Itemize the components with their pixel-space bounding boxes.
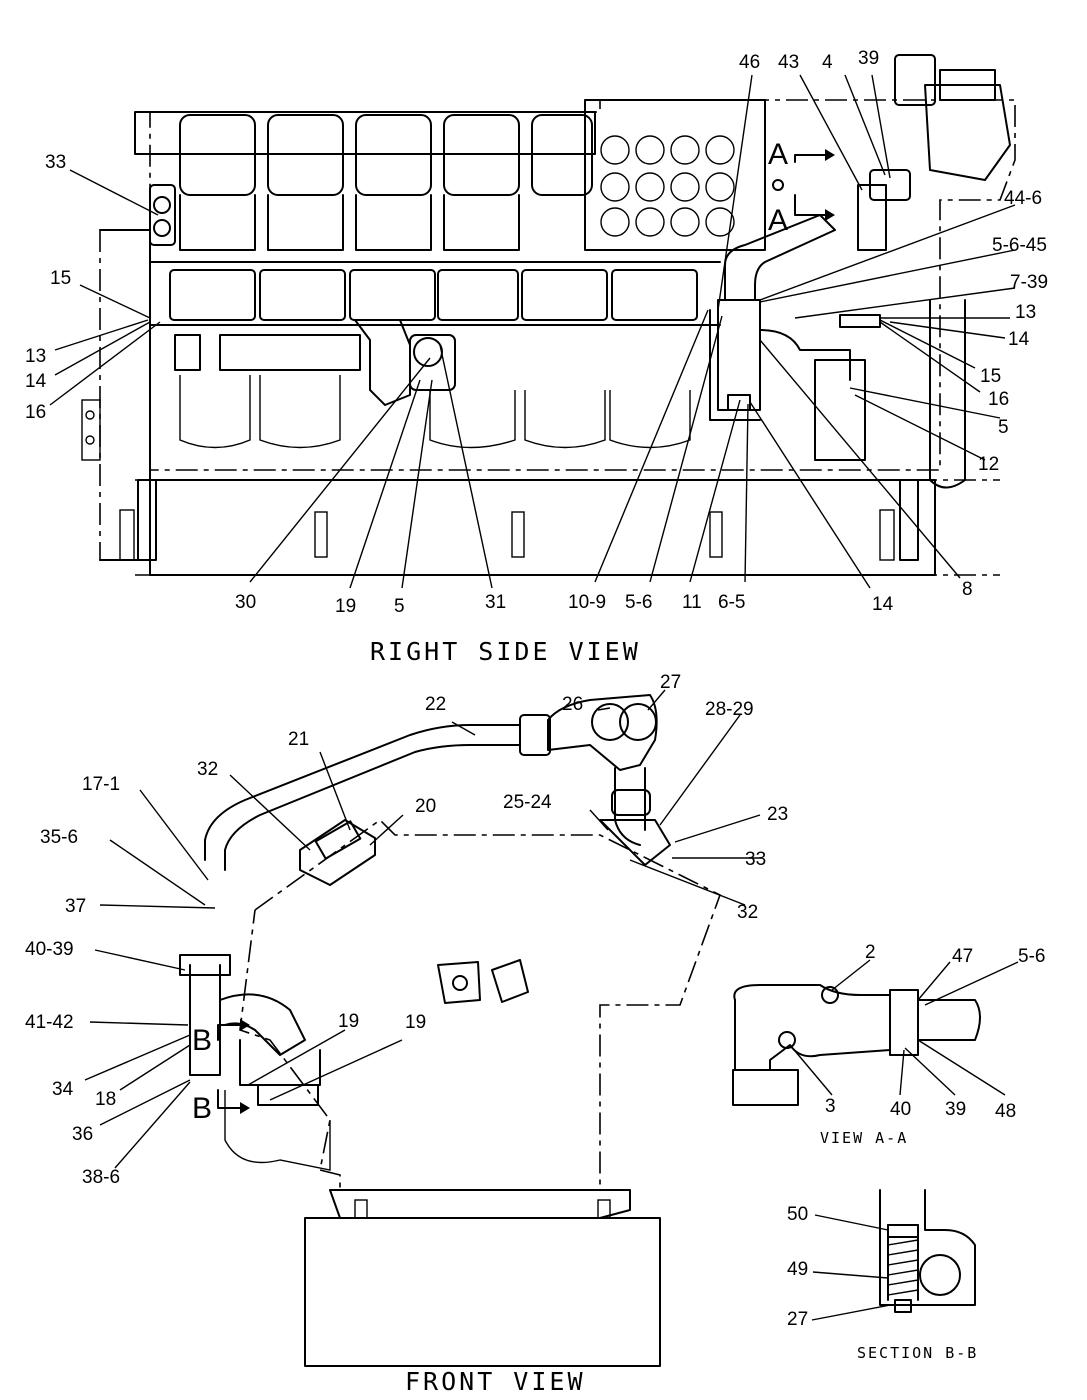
callout-label: 16 bbox=[988, 389, 1009, 410]
callout-label: 7-39 bbox=[1010, 272, 1048, 293]
callout-label: 26 bbox=[562, 694, 583, 715]
callout-label: 27 bbox=[787, 1309, 808, 1330]
callout-label: 28-29 bbox=[705, 699, 754, 720]
callout-label: 17-1 bbox=[82, 774, 120, 795]
callout-label: 38-6 bbox=[82, 1167, 120, 1188]
section-mark-b-top: B bbox=[192, 1024, 212, 1057]
section-mark-b-bottom: B bbox=[192, 1092, 212, 1125]
callout-label: 6-5 bbox=[718, 592, 745, 613]
callout-label: 5 bbox=[394, 596, 405, 617]
callout-label: 30 bbox=[235, 592, 256, 613]
view-aa-title: VIEW A-A bbox=[820, 1129, 908, 1147]
callout-label: 18 bbox=[95, 1089, 116, 1110]
callout-label: 21 bbox=[288, 729, 309, 750]
section-bb-drawing: 50 49 27 SECTION B-B bbox=[787, 1189, 978, 1362]
callout-label: 33 bbox=[745, 849, 766, 870]
view-aa-drawing: 2 47 5-6 3 40 39 48 VIEW A-A bbox=[732, 942, 1045, 1147]
callout-label: 41-42 bbox=[25, 1012, 74, 1033]
cylinder-heads bbox=[179, 114, 593, 251]
front-view-callouts: 22 27 26 28-29 21 32 20 25-24 23 33 32 1… bbox=[25, 672, 788, 1188]
section-mark-a-top: A bbox=[768, 138, 788, 171]
callout-label: 25-24 bbox=[503, 792, 552, 813]
callout-label: 27 bbox=[660, 672, 681, 693]
section-bb-title: SECTION B-B bbox=[857, 1344, 978, 1362]
callout-label: 23 bbox=[767, 804, 788, 825]
callout-label: 19 bbox=[405, 1012, 426, 1033]
front-view-drawing: B B 22 27 26 28-29 21 32 20 25-24 23 33 … bbox=[25, 672, 788, 1396]
turbo-elbow bbox=[709, 54, 1011, 489]
callout-label: 19 bbox=[335, 596, 356, 617]
callout-label: 2 bbox=[865, 942, 876, 963]
aftercooler-housing bbox=[584, 99, 766, 251]
callout-label: 39 bbox=[858, 48, 879, 69]
callout-label: 44-6 bbox=[1004, 188, 1042, 209]
callout-label: 13 bbox=[25, 346, 46, 367]
callout-label: 15 bbox=[980, 366, 1001, 387]
callout-label: 14 bbox=[1008, 329, 1030, 350]
callout-label: 19 bbox=[338, 1011, 359, 1032]
callout-label: 15 bbox=[50, 268, 71, 289]
callout-label: 43 bbox=[778, 52, 799, 73]
callout-label: 34 bbox=[52, 1079, 74, 1100]
callout-label: 10-9 bbox=[568, 592, 606, 613]
callout-label: 32 bbox=[197, 759, 218, 780]
callout-label: 4 bbox=[822, 52, 833, 73]
callout-label: 20 bbox=[415, 796, 436, 817]
right-side-view-drawing: A A 46 43 4 39 33 44-6 5-6-45 7-39 13 14… bbox=[25, 48, 1048, 666]
callout-label: 49 bbox=[787, 1259, 808, 1280]
callout-label: 13 bbox=[1015, 302, 1036, 323]
callout-label: 32 bbox=[737, 902, 758, 923]
callout-label: 11 bbox=[682, 592, 702, 613]
callout-label: 16 bbox=[25, 402, 46, 423]
callout-label: 36 bbox=[72, 1124, 93, 1145]
callout-label: 47 bbox=[952, 946, 973, 967]
callout-label: 14 bbox=[872, 594, 894, 615]
section-mark-a-bottom: A bbox=[768, 204, 788, 237]
callout-label: 37 bbox=[65, 896, 86, 917]
front-view-title: FRONT VIEW bbox=[405, 1367, 586, 1396]
section-bb-callouts: 50 49 27 bbox=[787, 1204, 808, 1330]
callout-label: 5-6 bbox=[625, 592, 652, 613]
callout-label: 22 bbox=[425, 694, 446, 715]
callout-label: 48 bbox=[995, 1101, 1016, 1122]
view-aa-callouts: 2 47 5-6 3 40 39 48 bbox=[825, 942, 1045, 1122]
callout-label: 3 bbox=[825, 1096, 836, 1117]
callout-label: 40 bbox=[890, 1099, 911, 1120]
right-side-callouts: 46 43 4 39 33 44-6 5-6-45 7-39 13 14 15 … bbox=[25, 48, 1048, 617]
callout-label: 5 bbox=[998, 417, 1009, 438]
callout-label: 14 bbox=[25, 371, 47, 392]
callout-label: 39 bbox=[945, 1099, 966, 1120]
exhaust-manifold-row bbox=[149, 261, 721, 326]
callout-label: 50 bbox=[787, 1204, 808, 1225]
callout-label: 31 bbox=[485, 592, 506, 613]
right-side-view-title: RIGHT SIDE VIEW bbox=[370, 637, 641, 666]
callout-label: 46 bbox=[739, 52, 760, 73]
callout-label: 12 bbox=[978, 454, 999, 475]
callout-label: 35-6 bbox=[40, 827, 78, 848]
callout-label: 5-6-45 bbox=[992, 235, 1047, 256]
callout-label: 8 bbox=[962, 579, 973, 600]
callout-label: 40-39 bbox=[25, 939, 74, 960]
callout-label: 5-6 bbox=[1018, 946, 1045, 967]
callout-label: 33 bbox=[45, 152, 66, 173]
